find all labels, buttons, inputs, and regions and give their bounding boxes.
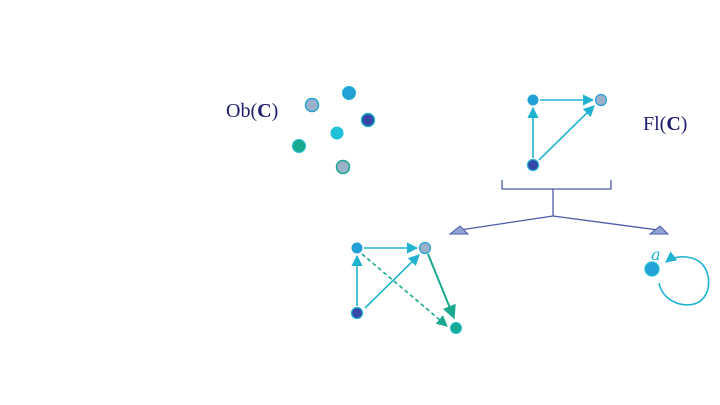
node-top-right [594, 93, 608, 107]
branch-left [459, 215, 554, 231]
loop-node [644, 261, 660, 277]
loop-arrow [658, 251, 710, 306]
objects-cluster [292, 86, 376, 175]
arrow-diagonal [364, 254, 420, 309]
triangle-marker-right [648, 225, 670, 235]
node-bottom-left [526, 158, 540, 172]
node-bottom-left [350, 306, 364, 320]
object-node [330, 126, 344, 140]
object-node [335, 159, 351, 175]
object-node [360, 112, 376, 128]
top-triangle-diagram [526, 93, 608, 172]
object-node [304, 97, 320, 113]
loop-label: a [651, 245, 661, 264]
branch-connector [459, 180, 659, 231]
node-top-left [527, 94, 539, 106]
branch-right [552, 215, 659, 231]
triangle-marker-left [448, 225, 470, 235]
object-node [342, 86, 356, 100]
bracket [501, 180, 612, 190]
arrows-label: Fl(C) [643, 113, 687, 135]
objects-label: Ob(C) [226, 100, 278, 122]
arrow-diagonal [538, 105, 595, 161]
composite-diagram [350, 241, 462, 334]
object-node [292, 139, 306, 153]
arrow-right-down [427, 253, 456, 320]
arrow-dashed-composite [361, 253, 448, 327]
identity-loop-diagram: a [644, 245, 710, 306]
node-top-left [351, 242, 363, 254]
node-top-right [418, 241, 432, 255]
node-bottom-right [450, 322, 462, 334]
